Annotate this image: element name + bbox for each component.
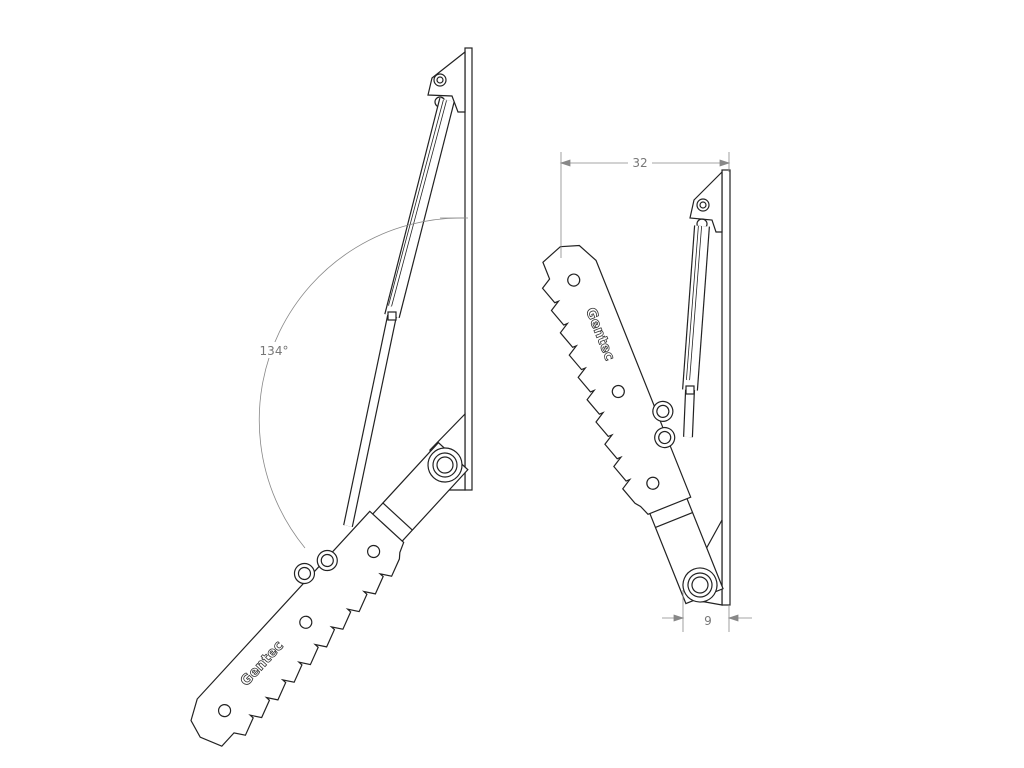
angle-label: 134° — [260, 344, 289, 358]
arm-hole — [611, 384, 625, 399]
arm-hole — [646, 476, 660, 490]
strut-lug — [316, 549, 338, 572]
strut-collar — [685, 385, 695, 395]
hinge-lug — [652, 400, 674, 422]
left-assembly: Gentec — [190, 47, 473, 747]
left-gas-strut — [343, 98, 455, 528]
arm-blade — [541, 244, 692, 515]
right-serrated-arm: Gentec — [541, 244, 724, 605]
left-serrated-arm: Gentec — [190, 441, 469, 747]
dimension-label-9: 9 — [704, 614, 712, 628]
strut-lug — [654, 426, 676, 449]
angle-arc — [258, 217, 466, 549]
left-top-pin — [433, 73, 447, 87]
right-mounting-plate — [721, 169, 731, 606]
arm-hole — [299, 615, 313, 629]
right-assembly: Gentec — [541, 169, 731, 606]
arm-hole — [217, 704, 232, 718]
right-top-bracket — [689, 170, 723, 233]
arm-blade — [190, 510, 405, 747]
right-gas-strut — [682, 225, 710, 438]
left-mounting-plate — [464, 47, 473, 491]
dimension-label-32: 32 — [632, 156, 647, 170]
arm-hole — [567, 273, 581, 287]
hinge-lug — [293, 562, 316, 585]
left-top-bracket — [427, 50, 466, 113]
strut-collar — [387, 311, 397, 321]
arm-hole — [367, 544, 381, 559]
